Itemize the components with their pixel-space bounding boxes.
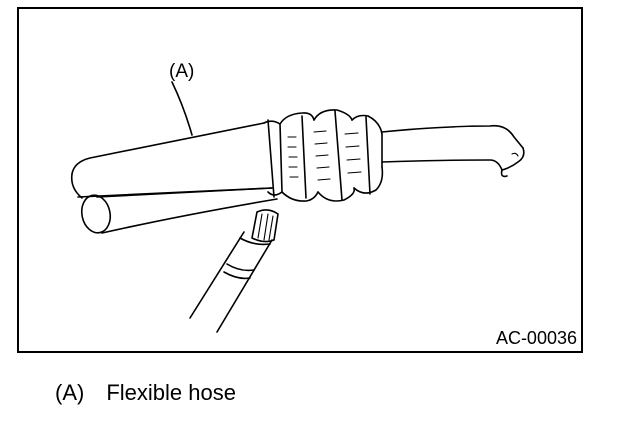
callout-label-a: (A)	[169, 61, 195, 82]
legend-key: (A)	[55, 380, 85, 405]
leader-line	[171, 81, 193, 136]
outlet-pipe	[381, 124, 525, 178]
figure-frame: (A) AC-00036	[17, 7, 583, 353]
legend-text: Flexible hose	[106, 380, 236, 405]
legend: (A) Flexible hose	[55, 380, 236, 406]
flexible-hose	[70, 122, 278, 234]
figure-code: AC-00036	[495, 328, 577, 348]
bellows-boot	[263, 109, 384, 202]
probe-tool	[189, 209, 279, 333]
hose-illustration	[70, 81, 525, 333]
